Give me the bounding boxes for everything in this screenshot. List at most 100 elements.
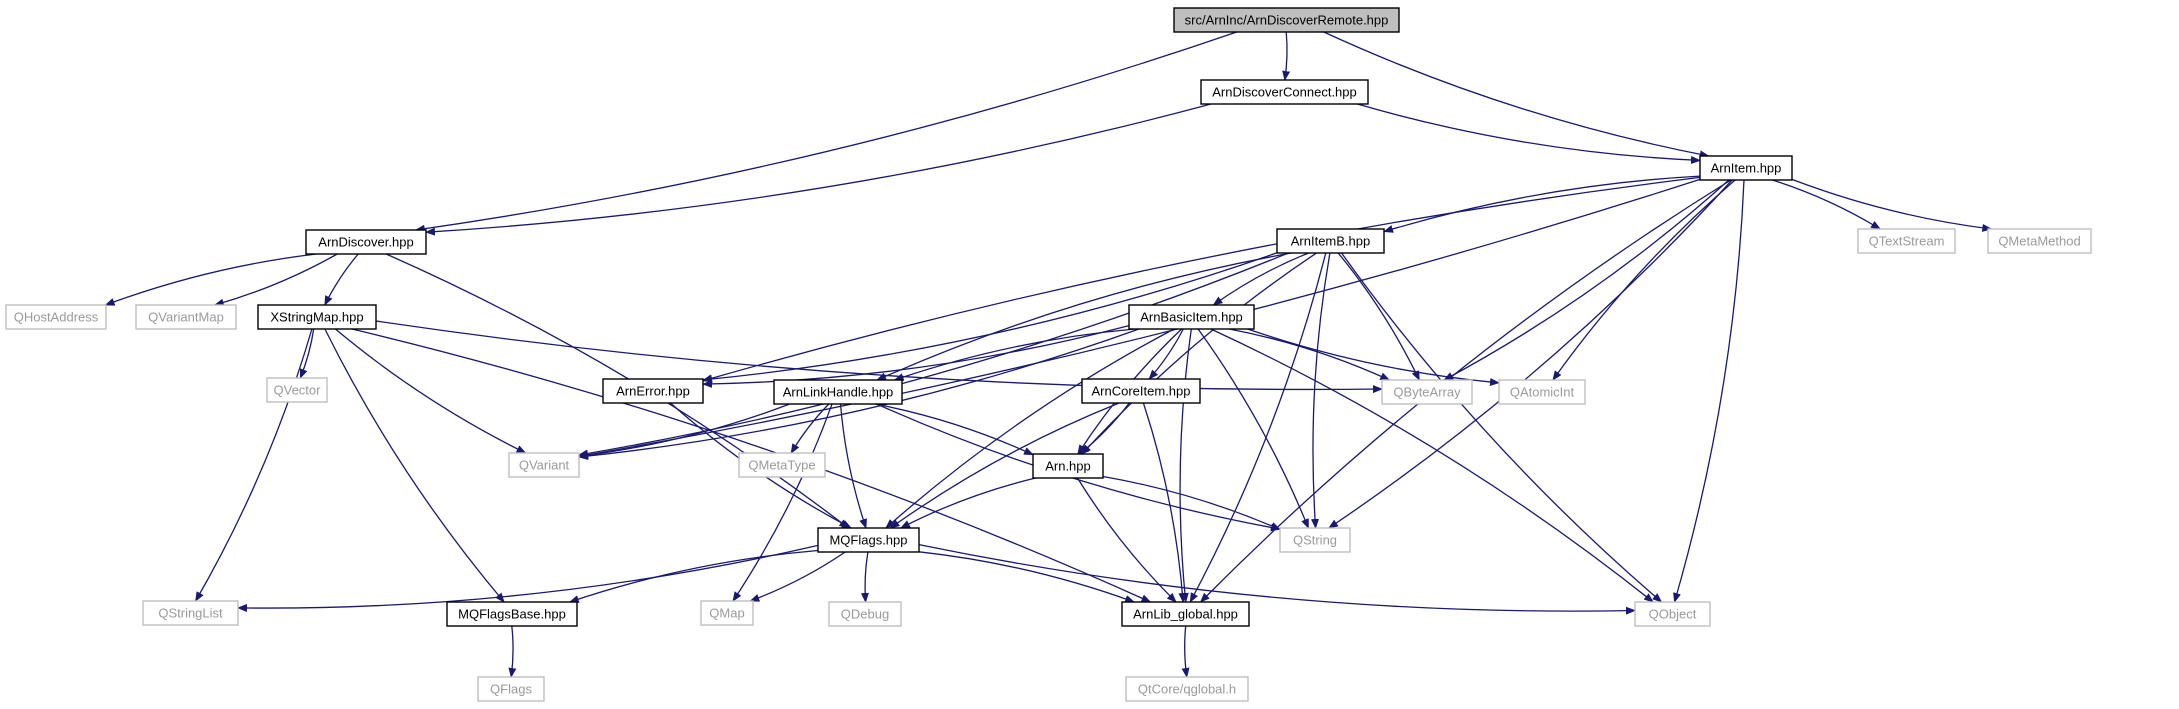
edge-coreitem-to-arn bbox=[1078, 402, 1130, 455]
node-qglobal: QtCore/qglobal.h bbox=[1125, 676, 1249, 702]
node-label: QAtomicInt bbox=[1510, 385, 1575, 400]
node-box bbox=[1125, 676, 1249, 702]
node-label: QVector bbox=[274, 383, 322, 398]
node-label: QMetaType bbox=[748, 458, 815, 473]
node-box bbox=[1987, 228, 2092, 254]
edge-mqflags-to-mqflagsbase bbox=[568, 549, 819, 603]
node-label: QMap bbox=[709, 606, 744, 621]
node-coreitem[interactable]: ArnCoreItem.hpp bbox=[1081, 378, 1201, 404]
node-connect[interactable]: ArnDiscoverConnect.hpp bbox=[1200, 79, 1369, 105]
node-label: QTextStream bbox=[1869, 234, 1945, 249]
edge-item-to-variant bbox=[578, 178, 1701, 459]
node-xstringmap[interactable]: XStringMap.hpp bbox=[257, 304, 377, 330]
edge-linkhandle-to-arn bbox=[875, 403, 1034, 456]
edge-discover-to-xstringmap bbox=[324, 253, 359, 306]
edge-itemb-to-variant bbox=[578, 252, 1289, 458]
edge-mqflags-to-qmap bbox=[749, 551, 846, 602]
node-box bbox=[1857, 228, 1956, 254]
node-box bbox=[1200, 79, 1369, 105]
node-label: QFlags bbox=[490, 682, 532, 697]
node-label: QByteArray bbox=[1393, 385, 1461, 400]
node-qstring: QString bbox=[1279, 527, 1351, 553]
node-label: QVariant bbox=[519, 458, 570, 473]
node-variantmap: QVariantMap bbox=[135, 304, 237, 330]
edge-connect-to-item bbox=[1357, 103, 1701, 165]
node-mqflags[interactable]: MQFlags.hpp bbox=[817, 527, 920, 553]
node-label: QVariantMap bbox=[148, 310, 224, 325]
node-box bbox=[773, 379, 903, 405]
edge-arn-to-mqflags bbox=[900, 477, 1036, 529]
edge-item-to-bytearray bbox=[1443, 179, 1730, 381]
node-itemb[interactable]: ArnItemB.hpp bbox=[1276, 228, 1385, 254]
node-mqflagsbase[interactable]: MQFlagsBase.hpp bbox=[446, 601, 578, 627]
edge-item-to-libglobal bbox=[1199, 179, 1732, 603]
node-label: ArnCoreItem.hpp bbox=[1092, 384, 1191, 399]
edge-coreitem-to-mqflags bbox=[889, 402, 1120, 529]
node-label: ArnDiscoverConnect.hpp bbox=[1212, 85, 1357, 100]
node-metamethod: QMetaMethod bbox=[1987, 228, 2092, 254]
edge-discover-to-hostaddr bbox=[104, 253, 317, 306]
node-metatype: QMetaType bbox=[738, 452, 826, 478]
edge-itemb-to-libglobal bbox=[1189, 252, 1327, 603]
node-item[interactable]: ArnItem.hpp bbox=[1699, 155, 1793, 181]
node-box bbox=[446, 601, 578, 627]
node-remote[interactable]: src/ArnInc/ArnDiscoverRemote.hpp bbox=[1173, 7, 1400, 33]
node-qflags: QFlags bbox=[477, 676, 545, 702]
node-box bbox=[602, 378, 704, 404]
node-error[interactable]: ArnError.hpp bbox=[602, 378, 704, 404]
node-box bbox=[1081, 378, 1201, 404]
edge-item-to-qstring bbox=[1328, 179, 1733, 529]
node-label: QStringList bbox=[158, 606, 223, 621]
node-box bbox=[738, 452, 826, 478]
edge-arn-to-libglobal bbox=[1076, 477, 1177, 603]
node-arn[interactable]: Arn.hpp bbox=[1032, 453, 1104, 479]
edge-item-to-metamethod bbox=[1791, 178, 1993, 232]
node-layer: src/ArnInc/ArnDiscoverRemote.hppArnDisco… bbox=[5, 7, 2092, 702]
node-label: ArnLinkHandle.hpp bbox=[783, 385, 894, 400]
node-box bbox=[5, 304, 107, 330]
edge-coreitem-to-libglobal bbox=[1142, 402, 1187, 603]
node-libglobal[interactable]: ArnLib_global.hpp bbox=[1121, 601, 1250, 627]
edge-basicitem-to-atomicint bbox=[1247, 328, 1500, 386]
node-label: QObject bbox=[1649, 607, 1697, 622]
edge-arn-to-qstring bbox=[1102, 475, 1281, 531]
node-box bbox=[142, 600, 239, 626]
edge-mqflags-to-stringlist bbox=[237, 544, 819, 613]
node-label: MQFlags.hpp bbox=[829, 533, 907, 548]
node-box bbox=[1381, 379, 1473, 405]
edge-basicitem-to-libglobal bbox=[1179, 328, 1192, 603]
node-label: ArnItemB.hpp bbox=[1291, 234, 1371, 249]
node-label: QString bbox=[1293, 533, 1337, 548]
node-label: QtCore/qglobal.h bbox=[1138, 682, 1236, 697]
edge-xstringmap-to-variant bbox=[334, 328, 527, 454]
node-box bbox=[257, 304, 377, 330]
node-box bbox=[266, 377, 328, 403]
node-basicitem[interactable]: ArnBasicItem.hpp bbox=[1128, 304, 1255, 330]
edge-item-to-itemb bbox=[1383, 175, 1701, 233]
edge-discover-to-mqflags bbox=[385, 253, 850, 529]
node-label: ArnDiscover.hpp bbox=[318, 235, 413, 250]
node-box bbox=[305, 229, 427, 255]
edge-basicitem-to-linkhandle bbox=[893, 328, 1135, 381]
node-linkhandle[interactable]: ArnLinkHandle.hpp bbox=[773, 379, 903, 405]
edge-basicitem-to-mqflags bbox=[885, 328, 1175, 529]
node-vector: QVector bbox=[266, 377, 328, 403]
edge-libglobal-to-qglobal bbox=[1181, 625, 1190, 678]
edge-linkhandle-to-mqflags bbox=[839, 403, 867, 529]
node-discover[interactable]: ArnDiscover.hpp bbox=[305, 229, 427, 255]
node-textstream: QTextStream bbox=[1857, 228, 1956, 254]
node-box bbox=[508, 452, 580, 478]
node-box bbox=[1276, 228, 1385, 254]
edge-item-to-atomicint bbox=[1552, 179, 1736, 381]
node-box bbox=[1634, 601, 1711, 627]
edge-mqflags-to-libglobal bbox=[918, 551, 1136, 603]
node-variant: QVariant bbox=[508, 452, 580, 478]
node-box bbox=[1121, 601, 1250, 627]
node-box bbox=[828, 601, 902, 627]
edge-basicitem-to-qstring bbox=[1197, 328, 1310, 529]
edge-itemb-to-basicitem bbox=[1212, 252, 1309, 306]
edge-mqflagsbase-to-qflags bbox=[508, 625, 517, 678]
edge-mqflags-to-qobject bbox=[918, 543, 1636, 615]
node-qmap: QMap bbox=[700, 600, 754, 626]
